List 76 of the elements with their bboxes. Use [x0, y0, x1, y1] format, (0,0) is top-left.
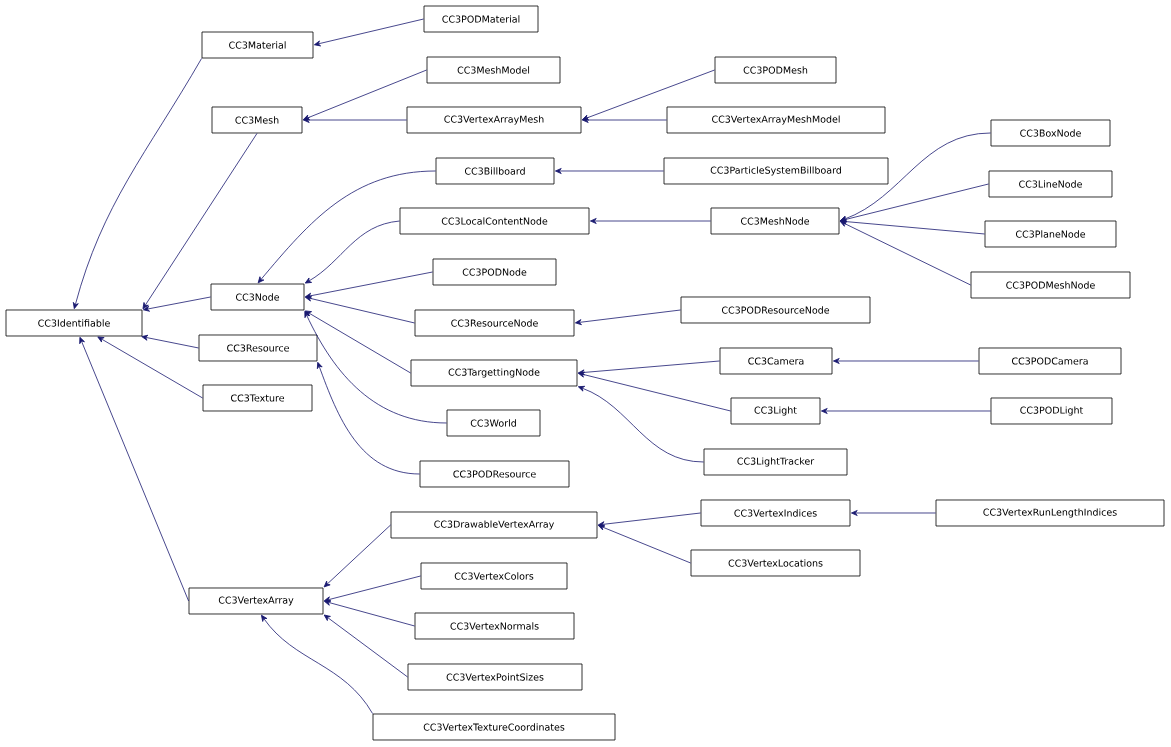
class-box: CC3PODMaterial	[423, 5, 539, 33]
class-box: CC3VertexNormals	[414, 612, 575, 640]
arrow	[261, 614, 373, 714]
arrow	[839, 183, 989, 223]
arrow	[582, 117, 667, 123]
class-box: CC3Mesh	[211, 106, 303, 134]
class-box: CC3TargettingNode	[410, 359, 578, 387]
class-box: CC3Texture	[202, 384, 313, 412]
arrow	[840, 218, 985, 235]
class-box: CC3PODResourceNode	[680, 296, 871, 324]
arrow	[97, 336, 203, 399]
arrow	[555, 168, 664, 174]
arrow	[302, 69, 427, 121]
class-box: CC3MeshModel	[426, 56, 561, 84]
class-box: CC3VertexLocations	[690, 549, 861, 577]
arrow	[143, 296, 211, 312]
class-box: CC3LocalContentNode	[399, 207, 590, 235]
class-box: CC3PODNode	[432, 258, 557, 286]
arrow	[323, 524, 391, 588]
class-box: CC3VertexIndices	[700, 499, 851, 527]
class-box: CC3VertexRunLengthIndices	[935, 499, 1165, 527]
arrow	[590, 218, 711, 224]
class-box: CC3Light	[730, 397, 821, 425]
arrow	[305, 271, 433, 299]
class-box: CC3VertexTextureCoordinates	[372, 713, 616, 741]
class-box: CC3PODCamera	[978, 347, 1122, 375]
class-box: CC3Node	[210, 283, 305, 311]
arrow	[578, 360, 720, 376]
arrow	[257, 170, 436, 284]
arrow	[577, 385, 704, 463]
class-box: CC3LightTracker	[703, 448, 848, 476]
class-box: CC3MeshNode	[710, 207, 840, 235]
arrow	[597, 524, 691, 564]
arrow	[598, 512, 701, 528]
arrow	[142, 133, 258, 310]
arrow	[304, 220, 400, 284]
arrow	[304, 310, 447, 424]
class-box: CC3PODLight	[990, 397, 1113, 425]
class-box: CC3Billboard	[435, 157, 555, 185]
class-box: CC3VertexArray	[188, 587, 324, 615]
arrow	[303, 117, 407, 123]
arrow	[821, 408, 991, 414]
arrow	[323, 614, 408, 678]
arrow	[833, 358, 979, 364]
arrow	[575, 309, 681, 326]
arrow	[314, 18, 424, 47]
arrow	[72, 58, 202, 310]
arrow	[851, 510, 936, 516]
class-box: CC3LineNode	[988, 170, 1113, 198]
class-box: CC3ParticleSystemBillboard	[663, 157, 889, 185]
arrow	[323, 599, 415, 627]
class-box: CC3VertexColors	[420, 562, 568, 590]
arrow	[324, 575, 421, 603]
arrow	[581, 69, 715, 121]
class-box: CC3Identifiable	[5, 309, 143, 337]
class-box: CC3VertexPointSizes	[407, 663, 583, 691]
arrow	[304, 310, 411, 374]
class-box: CC3BoxNode	[990, 119, 1111, 147]
arrow	[79, 336, 189, 602]
arrow	[839, 221, 971, 286]
arrow	[141, 334, 199, 349]
class-box: CC3Camera	[719, 347, 833, 375]
arrow	[316, 361, 420, 475]
class-box: CC3PlaneNode	[984, 220, 1117, 248]
class-box: CC3ResourceNode	[414, 309, 575, 337]
class-box: CC3PODMesh	[714, 56, 837, 84]
class-box: CC3World	[446, 409, 541, 437]
class-box: CC3VertexArrayMesh	[406, 106, 582, 134]
arrow	[577, 371, 731, 412]
class-box: CC3PODMeshNode	[970, 271, 1131, 299]
class-box: CC3Material	[201, 31, 314, 59]
class-box: CC3VertexArrayMeshModel	[666, 106, 886, 134]
class-box: CC3DrawableVertexArray	[390, 511, 598, 539]
arrow	[305, 295, 415, 324]
class-box: CC3PODResource	[419, 460, 570, 488]
class-box: CC3Resource	[198, 334, 318, 362]
